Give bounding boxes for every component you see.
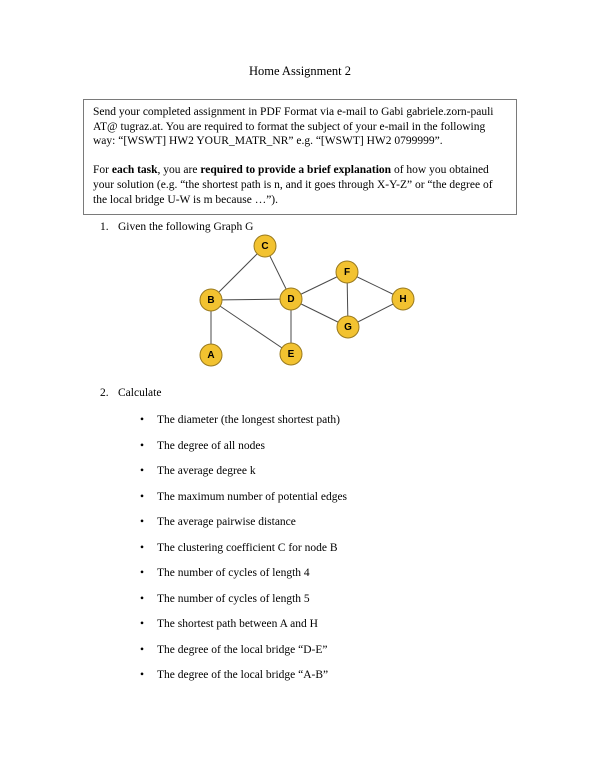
graph-figure: C F B D H G A E [190, 231, 435, 376]
task-item-2: 2. Calculate [100, 387, 161, 399]
graph-node-label-C: C [261, 241, 268, 252]
graph-edge-B-E [210, 299, 292, 355]
bullet-text: The maximum number of potential edges [157, 490, 348, 503]
bullet-item: • The degree of the local bridge “D-E” [140, 643, 347, 657]
bullet-marker: • [140, 567, 145, 579]
bullet-item: • The number of cycles of length 4 [140, 566, 347, 580]
graph-node-label-E: E [288, 349, 295, 360]
bullet-marker: • [140, 465, 145, 477]
graph-node-F [335, 260, 359, 284]
instructions-paragraph-2-seg3: , you are [157, 164, 201, 177]
graph-node-A [199, 343, 223, 367]
bullet-item: • The degree of all nodes [140, 439, 347, 453]
graph-node-label-D: D [287, 294, 294, 305]
graph-svg: C F B D H G A E [199, 234, 415, 367]
bullet-item: • The average pairwise distance [140, 515, 347, 529]
bullet-text: The clustering coefficient C for node B [157, 541, 338, 554]
instructions-box: Send your completed assignment in PDF Fo… [83, 99, 517, 216]
graph-node-label-A: A [207, 350, 214, 361]
instructions-paragraph-2-bold1: each task [111, 164, 158, 177]
bullet-marker: • [140, 516, 145, 528]
instructions-paragraph-1: Send your completed assignment in PDF Fo… [93, 105, 507, 149]
bullet-marker: • [140, 643, 145, 656]
bullet-marker: • [140, 541, 145, 554]
graph-node-C [253, 234, 277, 258]
task-item-1: 1. Given the following Graph G [100, 221, 253, 233]
bullet-item: • The maximum number of potential edges [140, 490, 347, 504]
bullet-item: • The average degree k [140, 464, 347, 478]
bullet-item: • The number of cycles of length 5 [140, 592, 347, 606]
graph-edge-B-D [210, 298, 292, 301]
bullet-marker: • [140, 592, 145, 605]
bullet-text: The average degree k [157, 465, 256, 477]
bullet-text: The degree of all nodes [157, 439, 265, 452]
instructions-paragraph-2-bold2: required to provide a brief explanation [200, 164, 392, 177]
bullet-marker: • [140, 669, 145, 681]
bullet-item: • The clustering coefficient C for node B [140, 541, 347, 555]
graph-node-label-G: G [344, 322, 352, 333]
instructions-paragraph-2: For each task, you are required to provi… [93, 163, 507, 207]
graph-node-B [199, 288, 223, 312]
graph-node-label-H: H [399, 294, 406, 305]
bullet-marker: • [140, 439, 145, 452]
graph-node-G [336, 315, 360, 339]
graph-node-E [279, 342, 303, 366]
bullet-marker: • [140, 490, 145, 503]
bullet-text: The shortest path between A and H [157, 618, 318, 630]
page-title: Home Assignment 2 [248, 64, 352, 78]
task-2-text: Calculate [118, 387, 162, 399]
bullet-text: The degree of the local bridge “D-E” [157, 643, 328, 656]
bullet-item: • The diameter (the longest shortest path… [140, 413, 347, 427]
instructions-paragraph-2-seg1: For [93, 164, 112, 177]
graph-node-label-F: F [344, 267, 350, 278]
instructions-paragraph-2-seg5: of how you obtained your solution (e.g. … [93, 164, 493, 206]
calculate-bullet-list: • The diameter (the longest shortest path… [140, 413, 347, 694]
bullet-text: The number of cycles of length 4 [157, 567, 310, 579]
bullet-item: • The degree of the local bridge “A-B” [140, 668, 347, 682]
bullet-item: • The shortest path between A and H [140, 617, 347, 631]
instructions-paragraph-1-text: Send your completed assignment in PDF Fo… [93, 106, 494, 148]
bullet-text: The number of cycles of length 5 [157, 592, 310, 605]
graph-node-D [279, 287, 303, 311]
bullet-text: The diameter (the longest shortest path) [157, 414, 340, 426]
bullet-marker: • [140, 618, 145, 630]
task-1-number: 1. [100, 221, 109, 233]
task-2-number: 2. [100, 387, 109, 399]
task-1-text: Given the following Graph G [118, 221, 254, 233]
graph-edge-C-B [210, 245, 266, 301]
bullet-marker: • [140, 414, 145, 426]
graph-node-label-B: B [207, 295, 214, 306]
graph-node-H [391, 287, 415, 311]
bullet-text: The degree of the local bridge “A-B” [157, 669, 329, 681]
bullet-text: The average pairwise distance [157, 516, 296, 528]
